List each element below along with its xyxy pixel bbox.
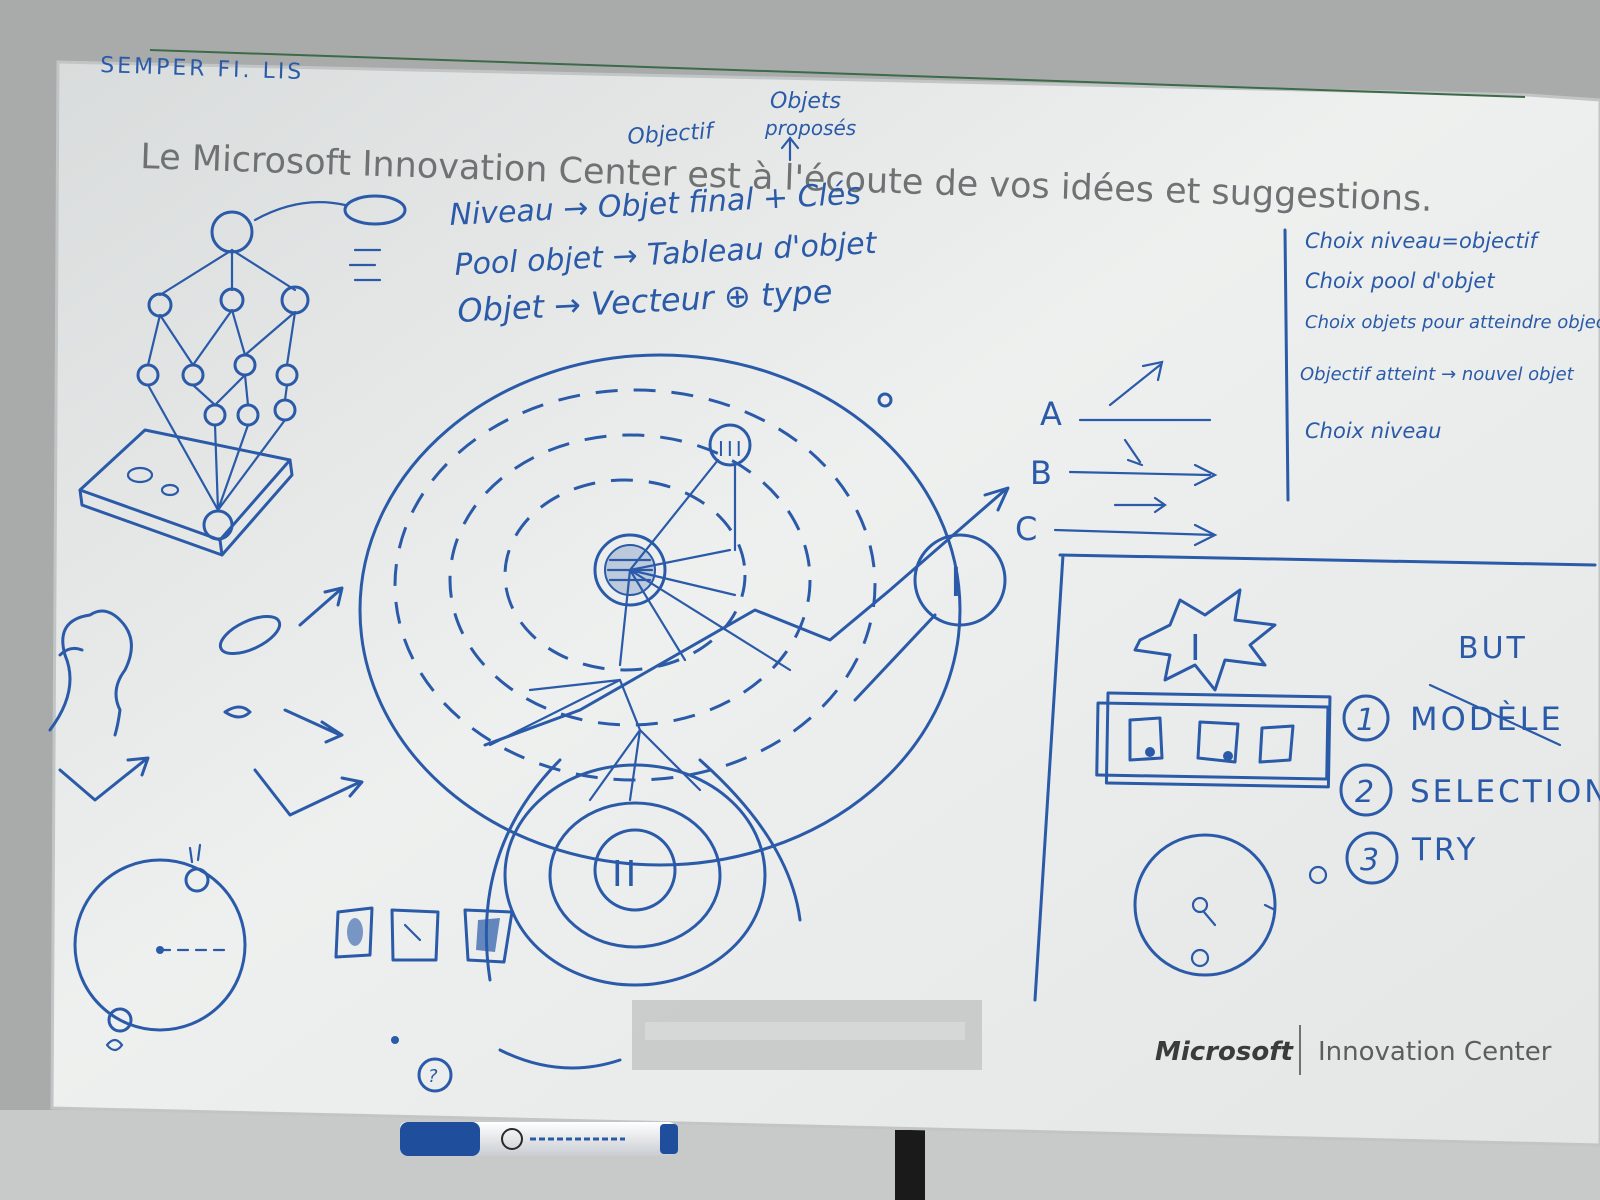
annotation-proposes: proposés — [764, 116, 856, 140]
microsoft-innovation-center-logo: Microsoft Innovation Center — [1155, 1025, 1552, 1075]
right-list-item-3: Choix objets pour atteindre objectif — [1305, 312, 1600, 333]
logo-product: Innovation Center — [1318, 1037, 1552, 1067]
whiteboard-surface — [50, 60, 1600, 1147]
whiteboard-marker[interactable] — [400, 1122, 678, 1156]
right-list-item-5: Choix niveau — [1305, 419, 1441, 443]
roman-two-label: II — [612, 854, 639, 895]
but-title: BUT — [1458, 631, 1528, 666]
abc-arrows — [1053, 360, 1218, 547]
but-item-3-text: TRY — [1411, 832, 1478, 868]
roman-one-label: I — [950, 560, 965, 606]
model-selection-box — [1095, 691, 1332, 789]
tree-diagram — [78, 194, 407, 557]
but-item-1-number: 1 — [1356, 703, 1375, 738]
small-circle-diagram — [1133, 833, 1328, 977]
annotation-objets: Objets — [770, 89, 841, 114]
orbit-diagram — [358, 353, 1010, 1070]
but-item-2-number: 2 — [1355, 775, 1374, 810]
burst-shape — [1133, 588, 1277, 692]
right-list-item-2: Choix pool d'objet — [1305, 269, 1495, 293]
but-item-3-number: 3 — [1360, 843, 1379, 878]
label-c: C — [1015, 510, 1040, 548]
right-list-item-1: Choix niveau=objectif — [1305, 229, 1541, 253]
but-item-2-text: SELECTION — [1410, 774, 1600, 810]
label-b: B — [1030, 454, 1055, 492]
left-doodles — [48, 586, 364, 1052]
label-a: A — [1040, 395, 1065, 433]
annotation-objectif: Objectif — [627, 119, 717, 150]
logo-brand: Microsoft — [1155, 1037, 1295, 1067]
but-item-1-text: MODÈLE — [1410, 700, 1564, 738]
burst-label: I — [1190, 628, 1204, 669]
roman-three-label: III — [718, 437, 745, 461]
tile-icons — [334, 906, 514, 1093]
question-mark: ? — [428, 1066, 438, 1087]
right-list-item-4: Objectif atteint → nouvel objet — [1300, 364, 1575, 385]
